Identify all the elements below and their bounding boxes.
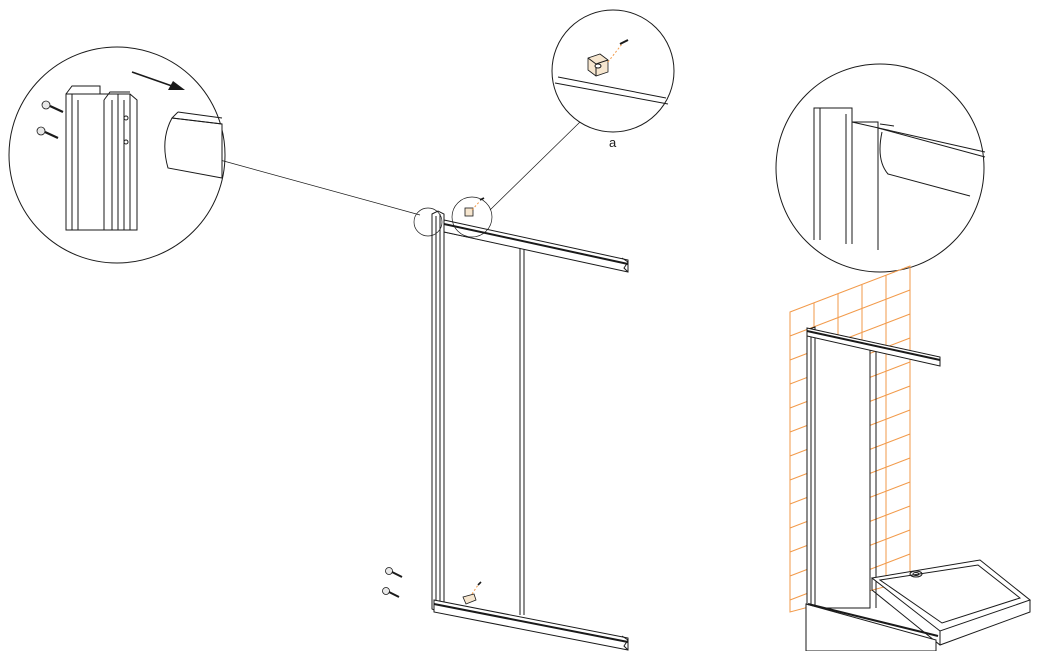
top-rail (164, 111, 223, 179)
end-cap (587, 53, 609, 77)
screw (385, 567, 403, 578)
detail-circle-rail-joint (775, 63, 986, 273)
end-cap (462, 593, 477, 605)
top-rail (443, 219, 629, 273)
wall-profile (65, 85, 138, 231)
bottom-rail (433, 599, 629, 651)
screw (619, 39, 629, 45)
callout-circle-endcap (451, 196, 493, 238)
shower-enclosure-panel (413, 196, 629, 651)
insert-direction-arrow (131, 71, 185, 90)
detail-circle-endcap (551, 9, 675, 133)
screw (41, 100, 64, 113)
leader-line-left (219, 159, 421, 216)
wall-profile (813, 107, 879, 250)
detail-circle-profile (8, 46, 226, 264)
top-rail (851, 121, 986, 197)
shower-tray (870, 559, 1032, 646)
wall-profile (431, 210, 445, 613)
leader-line-right (489, 121, 581, 211)
screw (36, 126, 59, 139)
callout-label-a: a (609, 135, 617, 150)
callout-circle-profile (413, 207, 443, 237)
screw (382, 587, 400, 598)
installed-view (789, 265, 1032, 652)
end-cap (464, 207, 474, 217)
